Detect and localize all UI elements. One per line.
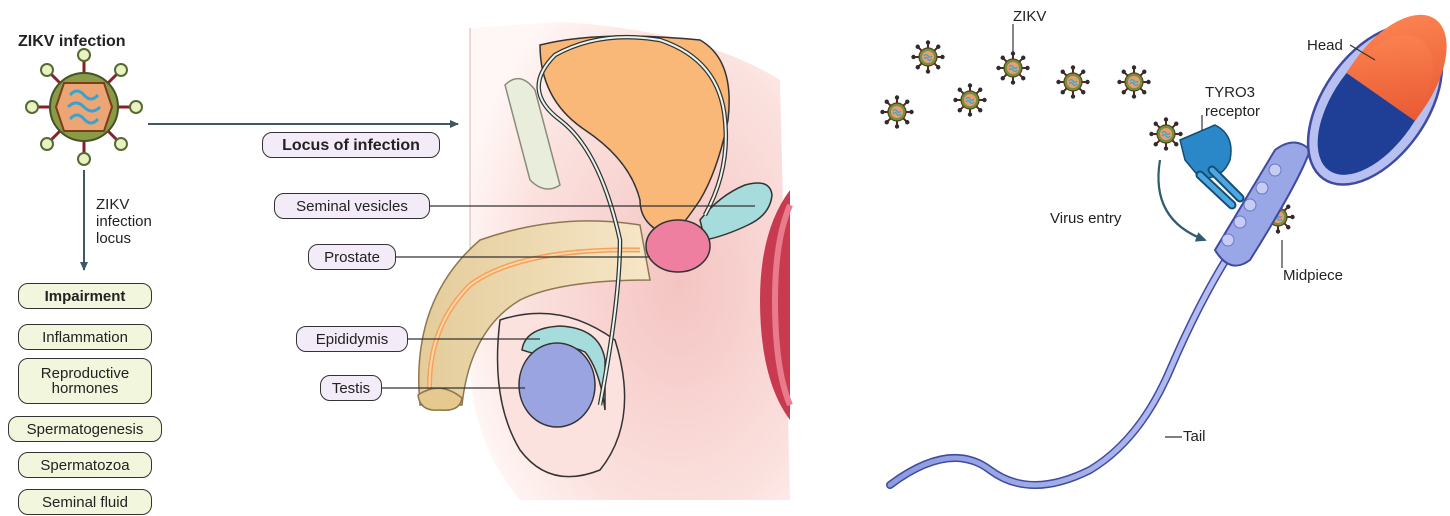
impairment-spermatozoa: Spermatozoa: [18, 452, 152, 478]
sperm-tail: [890, 250, 1232, 485]
impairment-header: Impairment: [18, 283, 152, 309]
impairment-seminal-fluid: Seminal fluid: [18, 489, 152, 515]
zikv-label: ZIKV: [1013, 8, 1046, 25]
zikv-particle-icon: [1056, 65, 1089, 98]
impairment-spermatogenesis: Spermatogenesis: [8, 416, 162, 442]
zikv-particle-icon: [1149, 117, 1182, 150]
impairment-reproductive-hormones-label: Reproductive hormones: [30, 366, 140, 396]
impairment-reproductive-hormones: Reproductive hormones: [18, 358, 152, 404]
anatomy-illustration: [381, 22, 790, 500]
testis-shape: [519, 343, 595, 427]
tyro3-receptor-icon: [1180, 125, 1240, 205]
zikv-particle-icon: [880, 95, 913, 128]
zikv-particle-icon: [953, 83, 986, 116]
tail-label: Tail: [1183, 428, 1206, 445]
zikv-particle-icon: [996, 51, 1029, 84]
virus-entry-label: Virus entry: [1050, 210, 1121, 227]
tyro3-receptor-label-line2: receptor: [1205, 103, 1260, 120]
locus-of-infection-label: Locus of infection: [262, 132, 440, 158]
prostate-shape: [646, 220, 710, 272]
infection-locus-label-line1: ZIKV: [96, 196, 129, 213]
head-label: Head: [1307, 37, 1343, 54]
tyro3-receptor-label-line1: TYRO3: [1205, 84, 1255, 101]
zikv-particle-icon: [911, 40, 944, 73]
prostate-label: Prostate: [308, 244, 396, 270]
seminal-vesicles-label: Seminal vesicles: [274, 193, 430, 219]
zikv-particle-icon: [1117, 65, 1150, 98]
sperm-head: [1281, 0, 1450, 209]
infection-locus-label-line2: infection: [96, 213, 152, 230]
infection-locus-label-line3: locus: [96, 230, 131, 247]
epididymis-label: Epididymis: [296, 326, 408, 352]
testis-label: Testis: [320, 375, 382, 401]
large-virus-icon: [26, 49, 142, 165]
impairment-inflammation: Inflammation: [18, 324, 152, 350]
zikv-infection-title: ZIKV infection: [18, 33, 126, 50]
midpiece-label: Midpiece: [1283, 267, 1343, 284]
